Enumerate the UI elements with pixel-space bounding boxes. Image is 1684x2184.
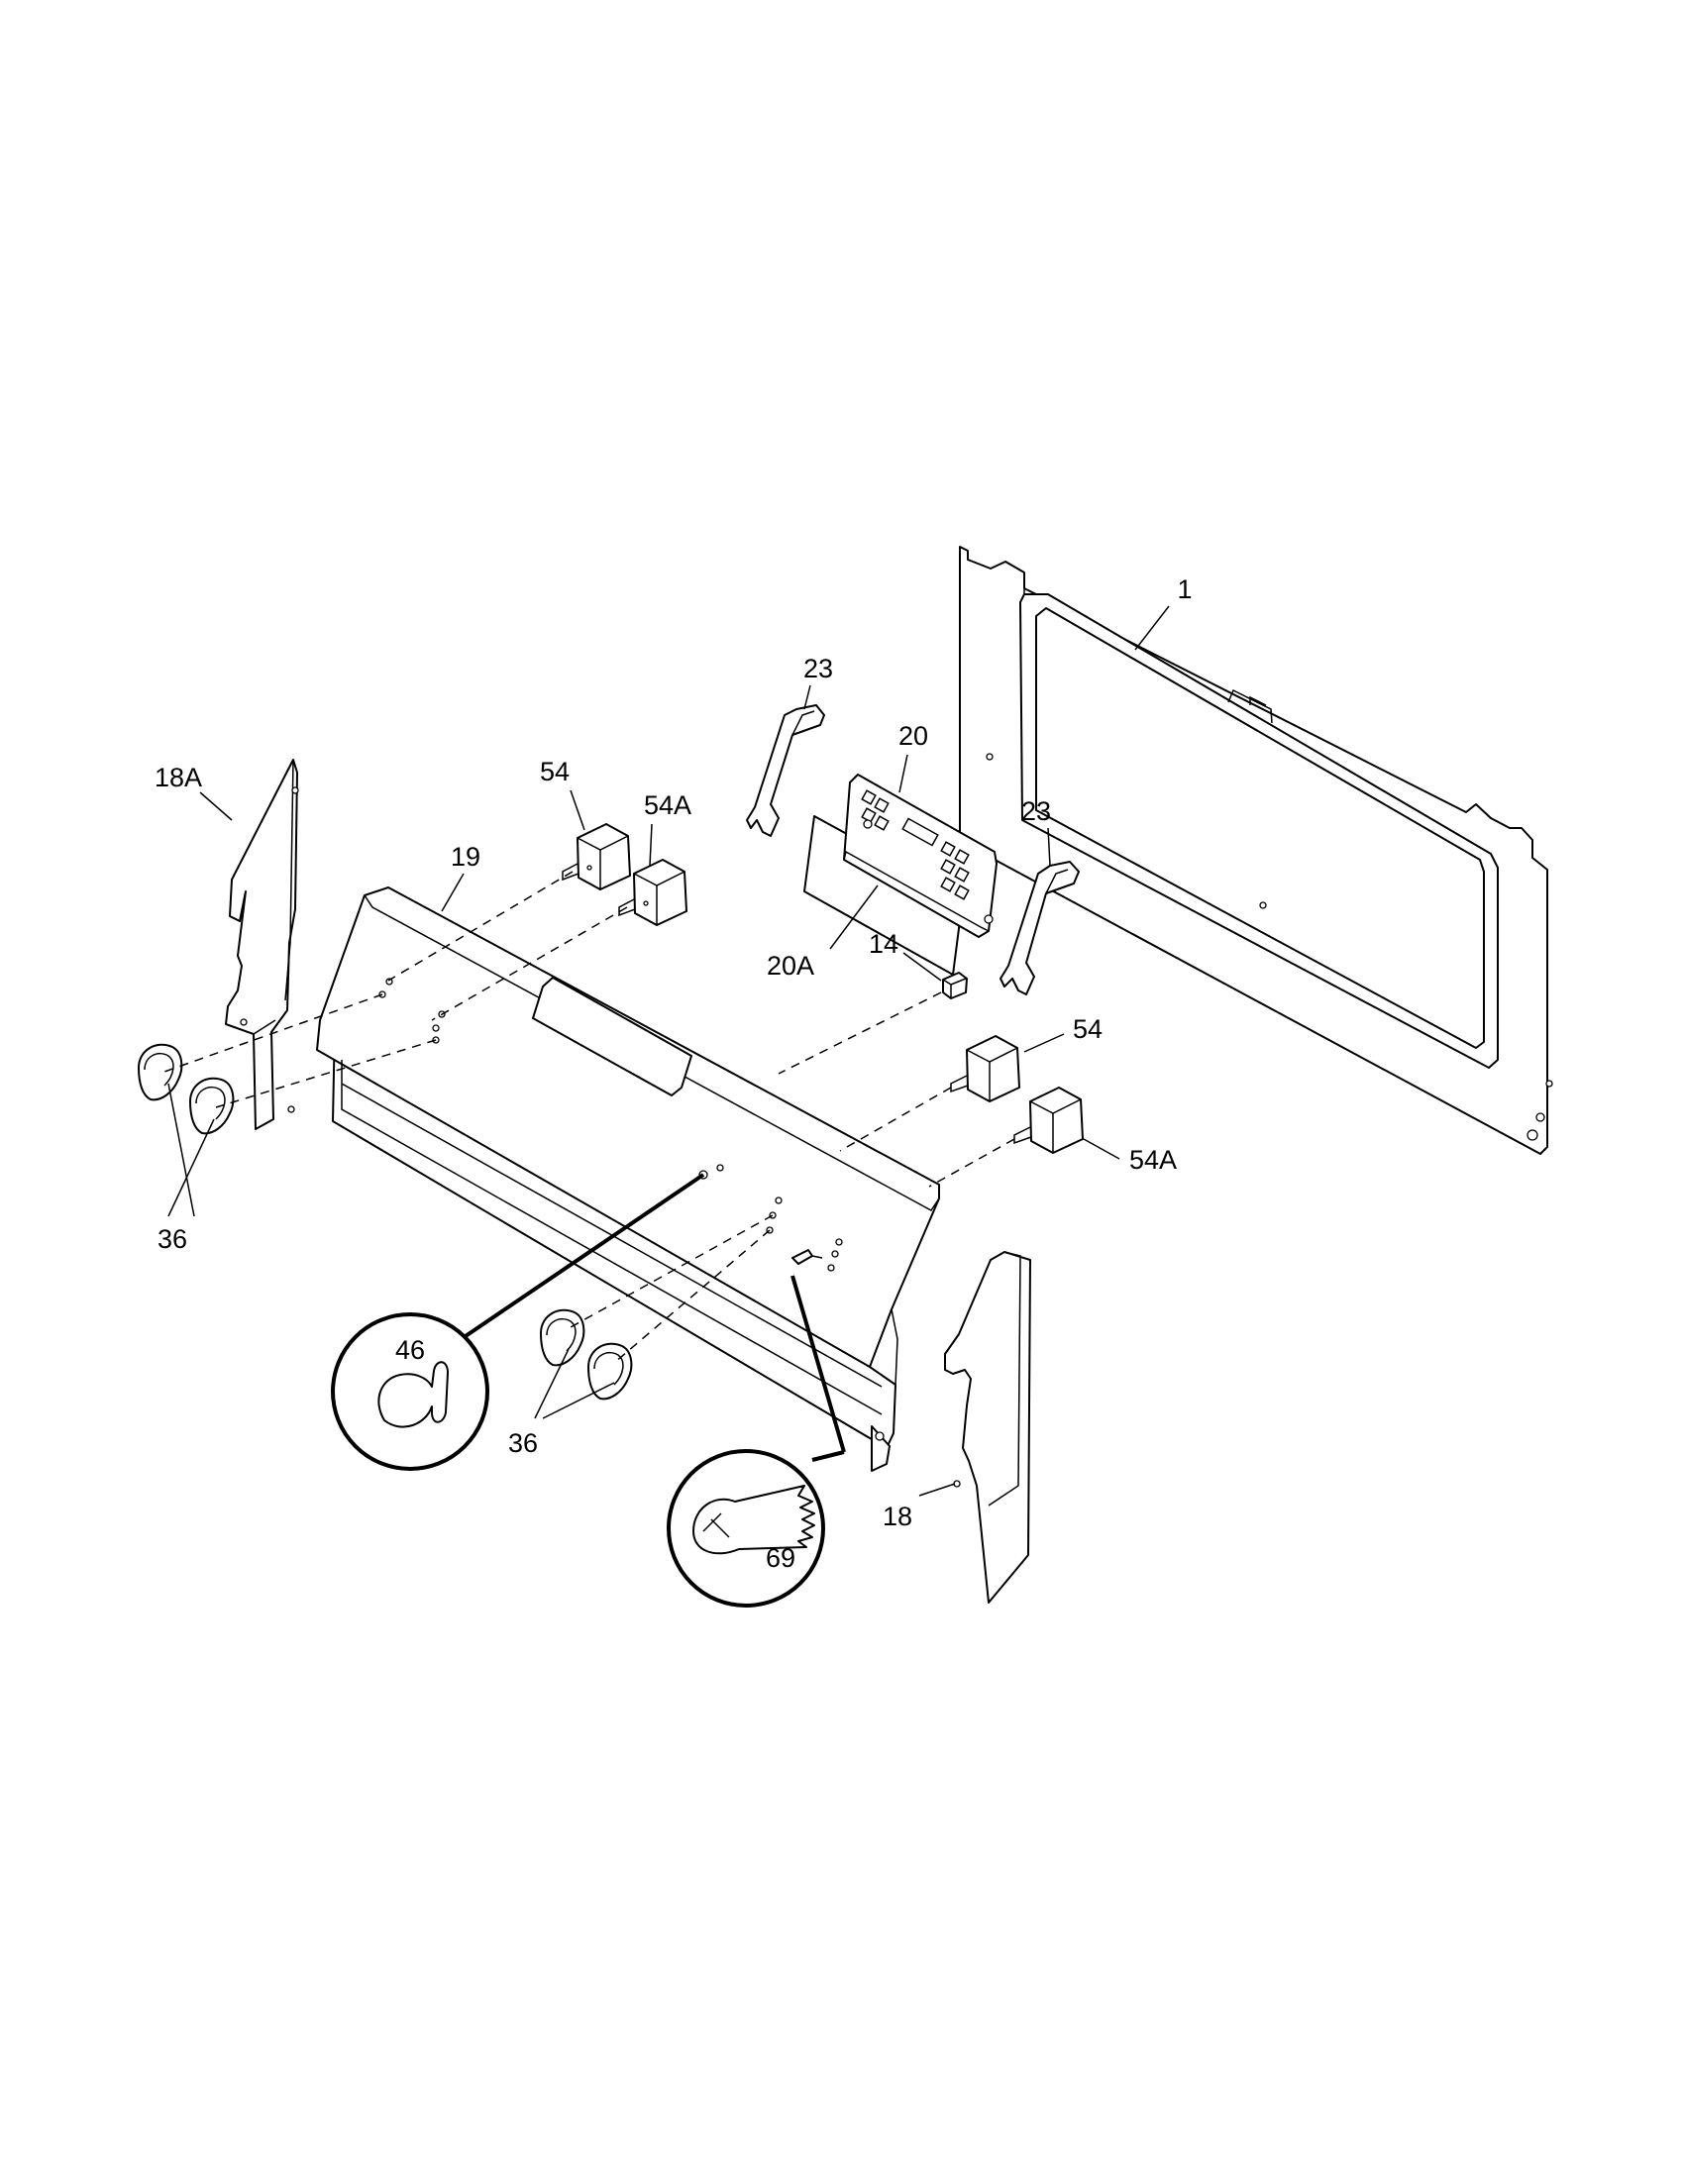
control-knob-bottom-2 [587, 1342, 633, 1401]
bracket-clip-right [1000, 861, 1080, 995]
callout-18a: 18A [155, 763, 202, 792]
control-knob-left-1 [138, 1043, 183, 1101]
callout-14: 14 [869, 929, 898, 959]
callout-36-left: 36 [158, 1224, 187, 1254]
callout-19: 19 [451, 842, 480, 872]
callout-labels: 1 23 20 23 20A 14 54 54A 19 18A 54 54A 3… [155, 574, 1193, 1573]
switch-component [942, 972, 968, 999]
callout-23-right: 23 [1021, 796, 1051, 826]
leader-lines [167, 605, 1170, 1497]
detail-bubble-screw [667, 1275, 846, 1608]
callout-20: 20 [898, 721, 928, 751]
callout-54a-right: 54A [1129, 1145, 1177, 1175]
callout-1: 1 [1177, 574, 1192, 604]
callout-69: 69 [766, 1543, 795, 1573]
end-cap-left [225, 759, 299, 1130]
control-knob-left-2 [189, 1077, 235, 1135]
callout-18: 18 [883, 1502, 912, 1531]
callout-20a: 20A [767, 951, 814, 981]
callout-36-bottom: 36 [508, 1428, 538, 1458]
bracket-clip-left [746, 704, 825, 837]
callout-54-top: 54 [540, 757, 570, 786]
callout-23-left: 23 [803, 654, 833, 683]
end-cap-right [944, 1251, 1031, 1604]
callout-54a-top: 54A [644, 790, 691, 820]
infinite-switch-top-alt [618, 859, 687, 926]
infinite-switch-right [950, 1035, 1020, 1102]
assembly-centerlines [163, 871, 1015, 1364]
screw-part [791, 1249, 823, 1265]
control-knob-bottom-1 [540, 1308, 585, 1367]
rear-panel [959, 546, 1553, 1155]
infinite-switch-right-alt [1013, 1087, 1084, 1154]
callout-54-right: 54 [1073, 1014, 1103, 1044]
detail-bubble-push-button [331, 1173, 705, 1471]
callout-46: 46 [395, 1335, 425, 1365]
infinite-switch-top [562, 823, 631, 890]
electronic-control-board [843, 774, 998, 938]
